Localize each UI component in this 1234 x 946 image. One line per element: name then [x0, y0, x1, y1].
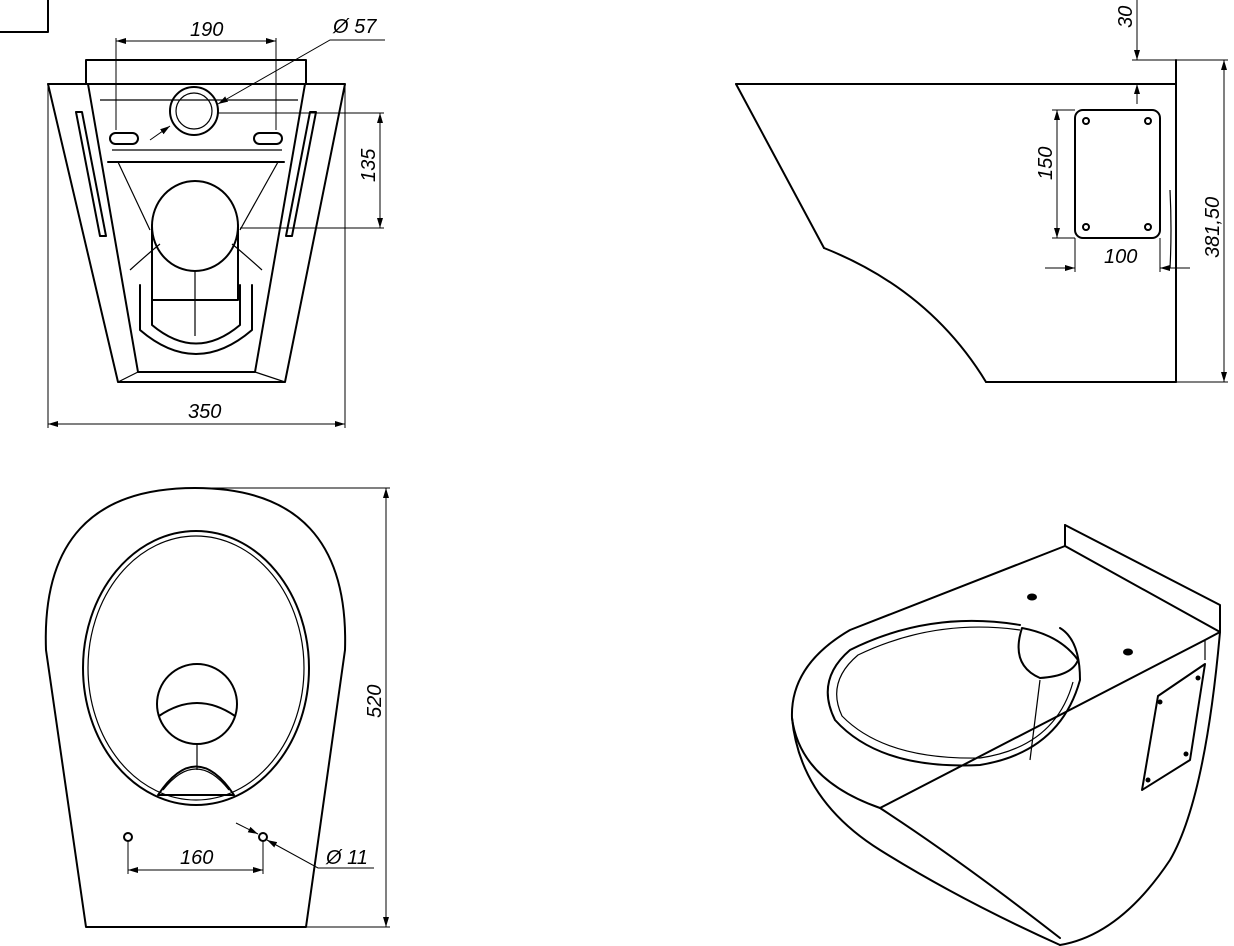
dim-381-50: 381,50 — [1202, 197, 1224, 258]
front-dimensions: 190 Ø 57 135 350 — [47, 16, 385, 428]
dim-520: 520 — [364, 685, 386, 718]
side-dimensions: 30 150 100 381,50 — [1035, 0, 1228, 383]
frame-corner — [0, 0, 49, 33]
dim-diameter-11: Ø 11 — [325, 847, 368, 869]
dim-350: 350 — [188, 401, 221, 423]
dim-diameter-57: Ø 57 — [332, 16, 377, 38]
dim-30: 30 — [1115, 6, 1137, 28]
side-view — [735, 59, 1177, 383]
dim-135: 135 — [358, 148, 380, 182]
isometric-view — [790, 524, 1221, 946]
front-view — [47, 59, 346, 383]
dim-190: 190 — [190, 19, 223, 41]
dim-150: 150 — [1035, 147, 1057, 180]
dim-100: 100 — [1104, 246, 1137, 268]
top-dimensions: 520 160 Ø 11 — [127, 487, 390, 928]
dim-160: 160 — [180, 847, 213, 869]
